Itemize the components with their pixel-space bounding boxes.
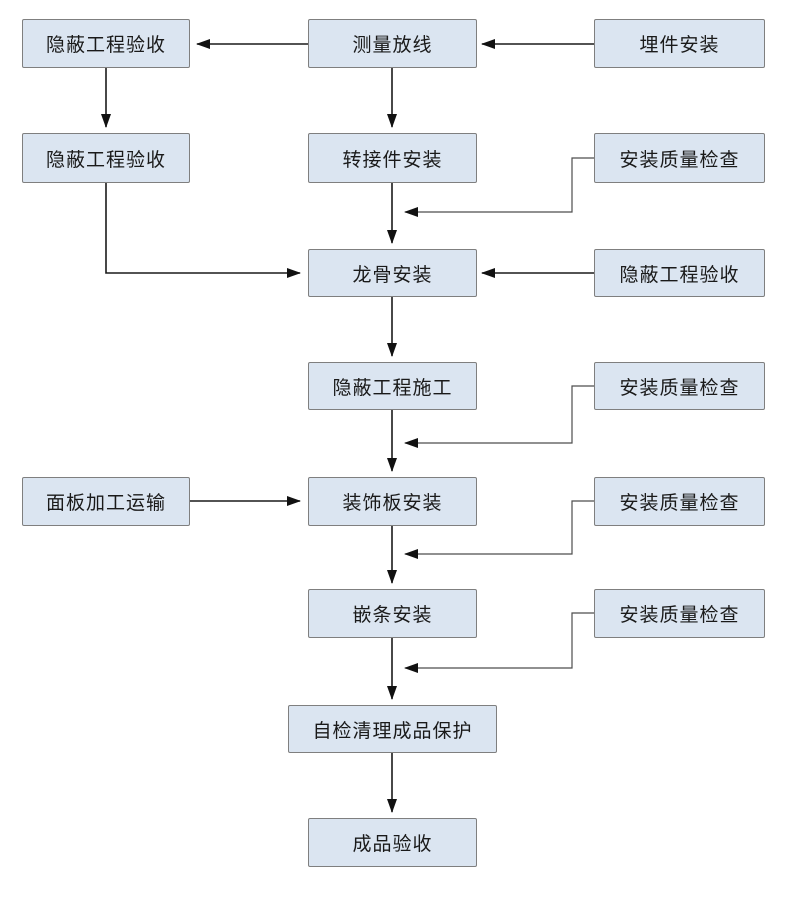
node-hidden-work-acceptance-1: 隐蔽工程验收 — [22, 19, 190, 68]
edge-quality-check-2-feedback — [404, 385, 594, 448]
node-measure-set-out: 测量放线 — [308, 19, 477, 68]
node-keel-install: 龙骨安装 — [308, 249, 477, 297]
node-panel-process-transport: 面板加工运输 — [22, 477, 190, 526]
node-self-check-clean-protect: 自检清理成品保护 — [288, 705, 497, 753]
node-install-quality-check-1: 安装质量检查 — [594, 133, 765, 183]
node-install-quality-check-2: 安装质量检查 — [594, 362, 765, 410]
node-finished-product-acceptance: 成品验收 — [308, 818, 477, 867]
node-embedded-parts-install: 埋件安装 — [594, 19, 765, 68]
node-hidden-work-acceptance-3: 隐蔽工程验收 — [594, 249, 765, 297]
node-adapter-install: 转接件安装 — [308, 133, 477, 183]
edge-quality-check-1-feedback — [404, 157, 594, 217]
edge-quality-check-3-feedback — [404, 500, 594, 559]
node-inlay-strip-install: 嵌条安装 — [308, 589, 477, 638]
node-hidden-work-acceptance-2: 隐蔽工程验收 — [22, 133, 190, 183]
edge-hidden-acceptance-2-to-keel — [105, 183, 301, 278]
node-install-quality-check-4: 安装质量检查 — [594, 589, 765, 638]
node-decorative-panel-install: 装饰板安装 — [308, 477, 477, 526]
node-install-quality-check-3: 安装质量检查 — [594, 477, 765, 526]
node-hidden-work-construction: 隐蔽工程施工 — [308, 362, 477, 410]
edge-quality-check-4-feedback — [404, 612, 594, 673]
